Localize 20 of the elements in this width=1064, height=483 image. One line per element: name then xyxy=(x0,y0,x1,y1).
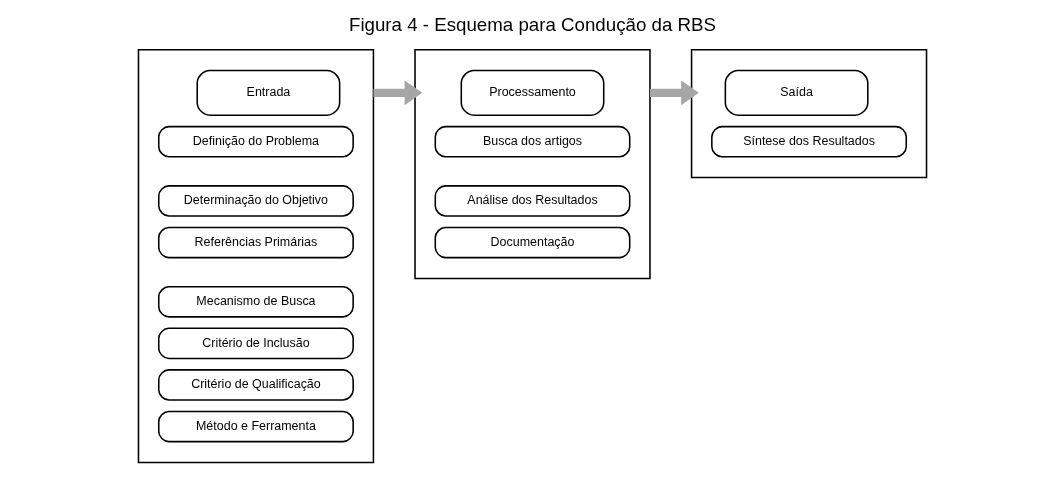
node-box: Documentação xyxy=(434,226,630,259)
node-box: Busca dos artigos xyxy=(434,125,630,158)
node-box: Determinação do Objetivo xyxy=(157,185,354,217)
node-box: Saída xyxy=(724,69,869,116)
node-box: Análise dos Resultados xyxy=(434,185,630,217)
node-box: Critério de Inclusão xyxy=(157,327,354,360)
arrow xyxy=(372,80,422,106)
cluster xyxy=(413,48,651,280)
node-box: Critério de Qualificação xyxy=(157,369,354,401)
diagram-title: Figura 4 - Esquema para Condução da RBS xyxy=(348,14,716,36)
node-box: Síntese dos Resultados xyxy=(710,125,907,158)
cluster xyxy=(137,48,374,464)
arrow xyxy=(649,80,699,106)
cluster xyxy=(690,48,927,179)
node-box: Método e Ferramenta xyxy=(157,410,354,443)
node-box: Referências Primárias xyxy=(157,226,354,259)
node-box: Entrada xyxy=(195,69,340,116)
node-box: Mecanismo de Busca xyxy=(157,285,354,318)
node-box: Processamento xyxy=(460,69,604,116)
node-box: Definição do Problema xyxy=(157,125,354,158)
